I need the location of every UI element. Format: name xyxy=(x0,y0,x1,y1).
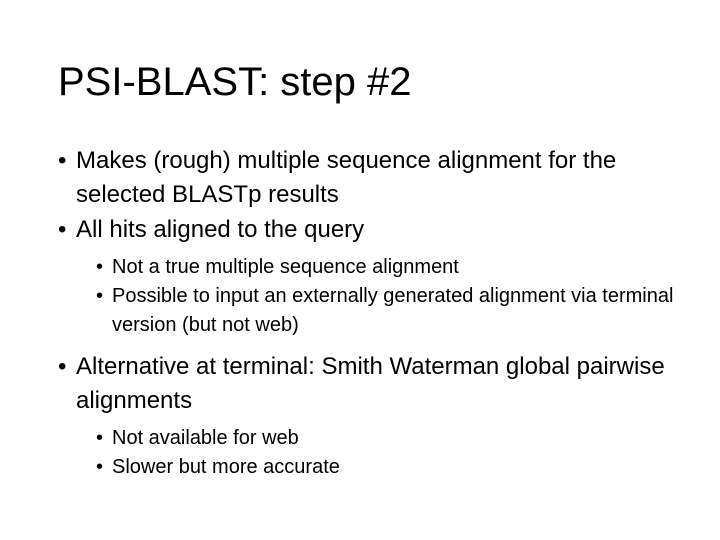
sub-bullet-item: Not a true multiple sequence alignment xyxy=(96,253,698,282)
bullet-item: All hits aligned to the query xyxy=(58,213,698,247)
bullet-item: Makes (rough) multiple sequence alignmen… xyxy=(58,144,698,212)
bullet-list: Makes (rough) multiple sequence alignmen… xyxy=(58,144,698,482)
sub-bullet-item: Possible to input an externally generate… xyxy=(96,282,698,340)
bullet-item: Alternative at terminal: Smith Waterman … xyxy=(58,350,698,418)
sub-bullet-item: Not available for web xyxy=(96,424,698,453)
sub-bullet-item: Slower but more accurate xyxy=(96,453,698,482)
slide-title: PSI-BLAST: step #2 xyxy=(58,60,412,104)
